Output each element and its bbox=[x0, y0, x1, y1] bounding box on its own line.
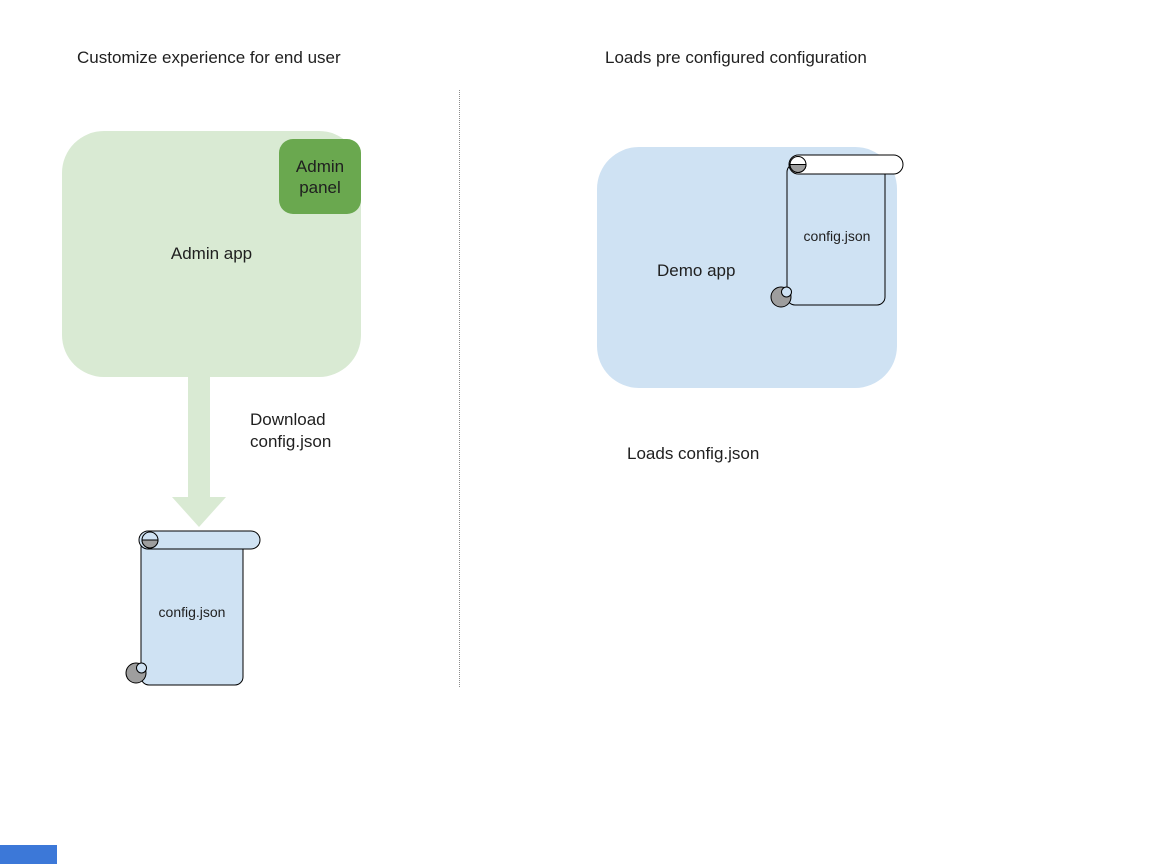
admin-panel-box: Admin panel bbox=[279, 139, 361, 214]
download-arrow-head-icon bbox=[172, 497, 226, 527]
download-arrow-stem bbox=[188, 377, 210, 498]
demo-app-label: Demo app bbox=[657, 261, 736, 280]
download-config-label: Download config.json bbox=[250, 410, 332, 451]
config-scroll-shape-right bbox=[770, 154, 904, 308]
config-scroll-label-left: config.json bbox=[158, 604, 226, 620]
config-scroll-label-right: config.json bbox=[803, 228, 871, 244]
admin-panel-label: Admin panel bbox=[295, 156, 345, 197]
admin-app-label: Admin app bbox=[170, 244, 253, 263]
config-scroll-shape-left bbox=[125, 530, 261, 686]
section-divider bbox=[459, 90, 460, 687]
corner-blue-shape bbox=[0, 845, 57, 864]
demo-app-box: Demo app bbox=[597, 147, 897, 388]
left-section-title: Customize experience for end user bbox=[77, 48, 341, 67]
right-section-title: Loads pre configured configuration bbox=[605, 48, 867, 67]
loads-config-caption: Loads config.json bbox=[627, 444, 760, 463]
